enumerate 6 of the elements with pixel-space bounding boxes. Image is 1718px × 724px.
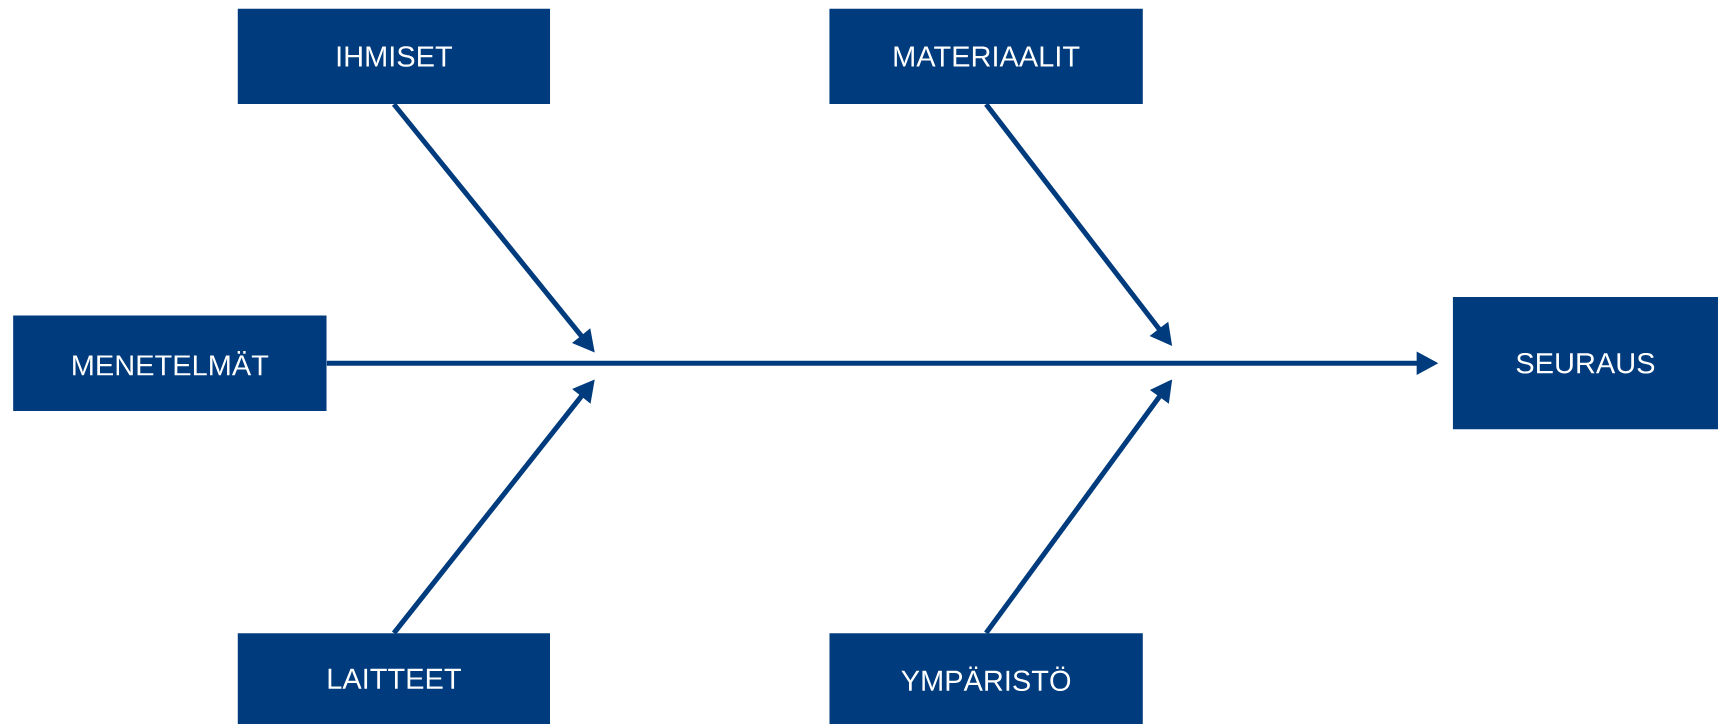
cause-box: IHMISET <box>237 8 551 105</box>
cause-box: MENETELMÄT <box>13 315 327 411</box>
cause-box: SEURAUS <box>1452 296 1718 430</box>
cause-box: YMPÄRISTÖ <box>829 633 1143 724</box>
cause-box: LAITTEET <box>237 633 551 724</box>
cause-box: MATERIAALIT <box>829 8 1143 105</box>
